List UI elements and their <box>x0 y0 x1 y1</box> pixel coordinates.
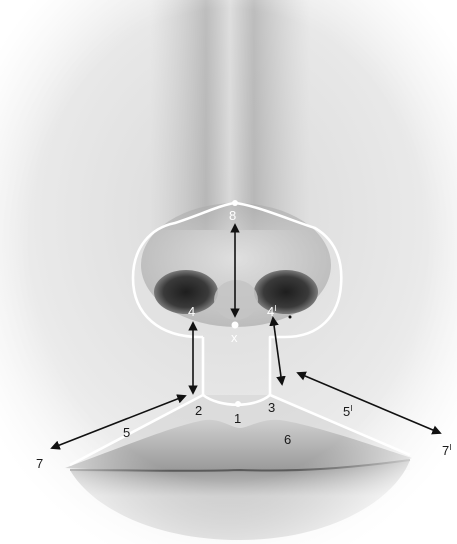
label-2: 2 <box>195 403 202 418</box>
small-dot <box>289 316 292 319</box>
point-8-dot <box>232 200 238 206</box>
label-5-prime-sup: I <box>350 404 352 413</box>
label-4: 4 <box>188 304 195 319</box>
label-x: x <box>231 330 238 345</box>
label-7: 7 <box>36 456 43 471</box>
label-3: 3 <box>268 400 275 415</box>
label-6: 6 <box>284 432 291 447</box>
label-4-prime-main: 4 <box>267 304 274 319</box>
label-8: 8 <box>229 208 236 223</box>
label-1: 1 <box>234 411 241 426</box>
label-5-prime-main: 5 <box>343 404 350 419</box>
point-1-dot <box>235 401 241 407</box>
label-5: 5 <box>123 425 130 440</box>
label-4-prime-sup: I <box>274 304 276 313</box>
point-x-dot <box>232 322 239 329</box>
label-7-prime-sup: I <box>449 443 451 452</box>
label-7-prime-main: 7 <box>442 443 449 458</box>
